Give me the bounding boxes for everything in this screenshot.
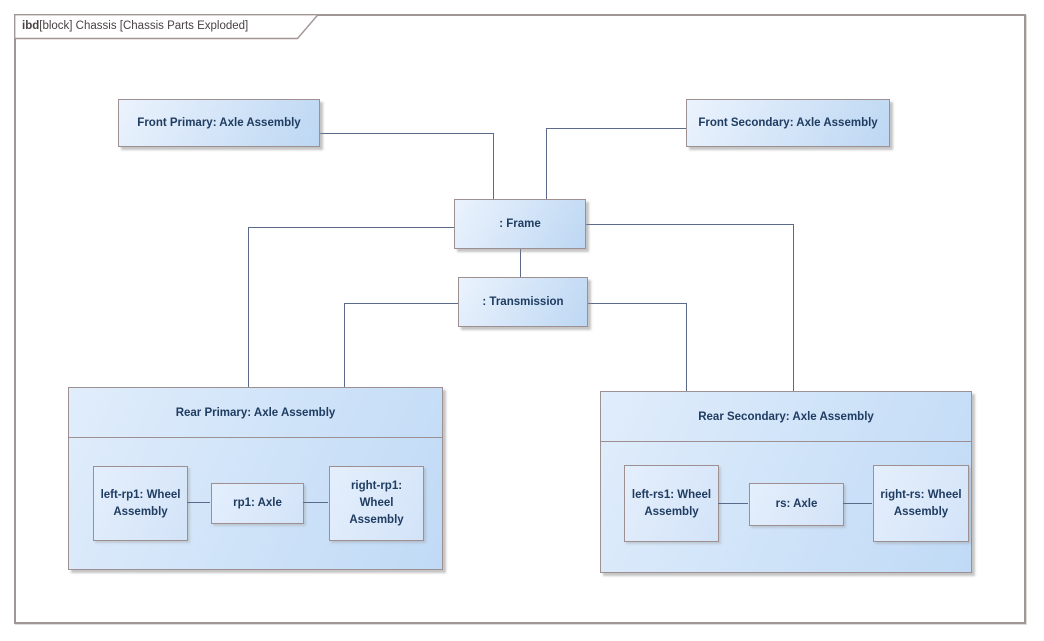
part-label: left-rs1: Wheel Assembly bbox=[631, 488, 712, 518]
part-label: right-rp1: Wheel Assembly bbox=[349, 480, 404, 526]
connector-front-primary-frame[interactable] bbox=[493, 133, 494, 199]
node-rear-primary[interactable]: Rear Primary: Axle Assembly left-rp1: Wh… bbox=[68, 387, 443, 570]
node-front-primary[interactable]: Front Primary: Axle Assembly bbox=[118, 99, 320, 147]
node-label: : Frame bbox=[499, 218, 541, 230]
diagram-frame-border bbox=[14, 14, 1026, 624]
part-label: rp1: Axle bbox=[233, 497, 282, 510]
connector-left-rp1-axle[interactable] bbox=[187, 502, 210, 503]
part-label: rs: Axle bbox=[775, 498, 818, 511]
connector-front-secondary-frame[interactable] bbox=[546, 128, 686, 129]
node-label: Rear Primary: Axle Assembly bbox=[175, 406, 336, 419]
connector-frame-rear-secondary[interactable] bbox=[793, 224, 794, 391]
connector-frame-rear-secondary[interactable] bbox=[586, 224, 793, 225]
part-left-rp1-wheel-assembly[interactable]: left-rp1: Wheel Assembly bbox=[93, 466, 188, 541]
node-label: Front Secondary: Axle Assembly bbox=[698, 117, 878, 129]
node-rear-secondary[interactable]: Rear Secondary: Axle Assembly left-rs1: … bbox=[600, 391, 972, 573]
connector-frame-rear-primary[interactable] bbox=[248, 227, 249, 387]
node-label: : Transmission bbox=[482, 296, 564, 308]
part-rs-axle[interactable]: rs: Axle bbox=[749, 483, 844, 526]
connector-front-secondary-frame[interactable] bbox=[546, 128, 547, 199]
part-rp1-axle[interactable]: rp1: Axle bbox=[211, 483, 304, 524]
node-front-secondary[interactable]: Front Secondary: Axle Assembly bbox=[686, 99, 890, 147]
connector-frame-transmission[interactable] bbox=[520, 249, 521, 277]
part-left-rs1-wheel-assembly[interactable]: left-rs1: Wheel Assembly bbox=[624, 465, 719, 542]
connector-frame-rear-primary[interactable] bbox=[248, 227, 454, 228]
node-label: Rear Secondary: Axle Assembly bbox=[698, 410, 874, 423]
node-header: Rear Secondary: Axle Assembly bbox=[601, 392, 971, 442]
part-right-rp1-wheel-assembly[interactable]: right-rp1: Wheel Assembly bbox=[329, 466, 424, 541]
connector-transmission-rear-primary[interactable] bbox=[344, 303, 458, 304]
diagram-title-text: [block] Chassis [Chassis Parts Exploded] bbox=[39, 20, 249, 32]
connector-axle-right-rp1[interactable] bbox=[303, 502, 328, 503]
part-label: left-rp1: Wheel Assembly bbox=[100, 488, 181, 518]
connector-transmission-rear-secondary[interactable] bbox=[588, 303, 686, 304]
connector-front-primary-frame[interactable] bbox=[320, 133, 493, 134]
node-frame[interactable]: : Frame bbox=[454, 199, 586, 249]
connector-axle-right-rs[interactable] bbox=[843, 503, 872, 504]
part-right-rs-wheel-assembly[interactable]: right-rs: Wheel Assembly bbox=[873, 465, 969, 542]
node-header: Rear Primary: Axle Assembly bbox=[69, 388, 442, 438]
node-label: Front Primary: Axle Assembly bbox=[137, 117, 301, 129]
connector-transmission-rear-secondary[interactable] bbox=[686, 303, 687, 391]
part-label: right-rs: Wheel Assembly bbox=[880, 488, 962, 518]
connector-left-rs1-axle[interactable] bbox=[718, 503, 748, 504]
diagram-frame-tab bbox=[14, 14, 320, 40]
node-transmission[interactable]: : Transmission bbox=[458, 277, 588, 327]
connector-transmission-rear-primary[interactable] bbox=[344, 303, 345, 387]
diagram-title-keyword: ibd bbox=[22, 20, 40, 32]
diagram-title: ibd[block] Chassis [Chassis Parts Explod… bbox=[22, 15, 248, 38]
